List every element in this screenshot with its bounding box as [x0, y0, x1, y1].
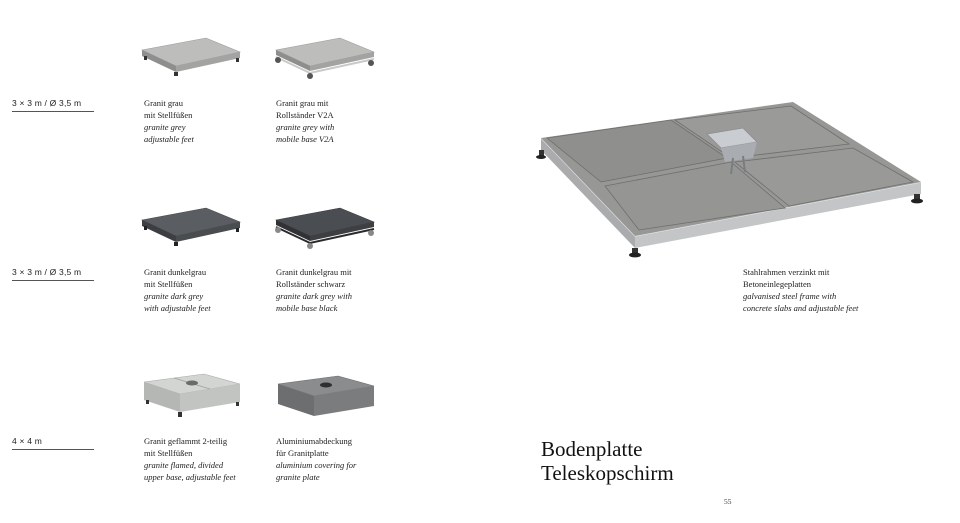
caption-granite-dark-grey-mobile-base: Granit dunkelgrau mit Rollständer schwar…: [276, 267, 352, 313]
aluminium-covering-image: [277, 375, 375, 416]
caption-aluminium-covering: Aluminiumabdeckung für Granitplatte alum…: [276, 436, 357, 482]
granite-grey-mobile-base-image: [275, 37, 376, 79]
caption-granite-grey-feet: Granit grau mit Stellfüßen granite grey …: [144, 98, 194, 144]
caption-granite-flamed: Granit geflammt 2-teilig mit Stellfüßen …: [144, 436, 236, 482]
granite-dark-grey-mobile-base-image: [275, 207, 376, 249]
size-label-row-2: 3 × 3 m / Ø 3,5 m: [12, 267, 94, 281]
caption-steel-frame: Stahlrahmen verzinkt mit Betoneinlegepla…: [743, 267, 859, 313]
granite-grey-feet-image: [141, 37, 242, 76]
page-number: 55: [724, 497, 732, 506]
caption-granite-dark-grey-feet: Granit dunkelgrau mit Stellfüßen granite…: [144, 267, 211, 313]
steel-frame-concrete-slabs-image: [536, 102, 923, 258]
caption-granite-grey-mobile-base: Granit grau mit Rollständer V2A granite …: [276, 98, 335, 144]
page-title: Bodenplatte Teleskopschirm: [541, 437, 674, 485]
size-label-row-3: 4 × 4 m: [12, 436, 94, 450]
granite-dark-grey-feet-image: [141, 207, 242, 246]
size-label-row-1: 3 × 3 m / Ø 3,5 m: [12, 98, 94, 112]
granite-flamed-divided-image: [143, 373, 241, 417]
